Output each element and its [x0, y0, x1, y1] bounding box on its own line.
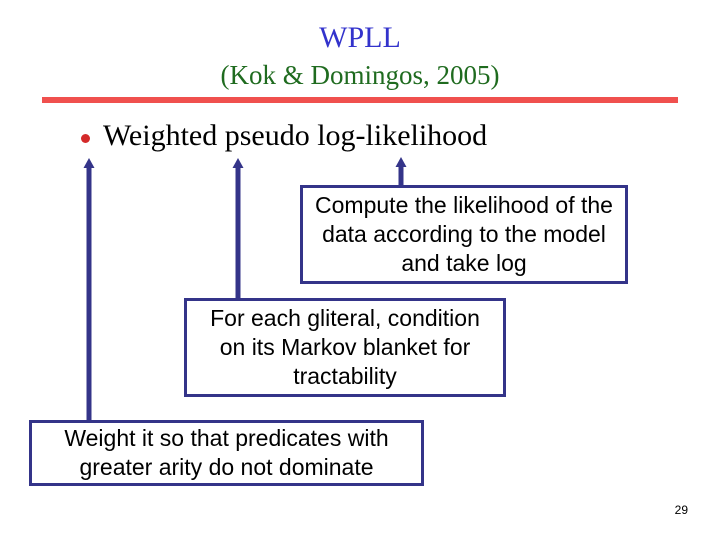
compute-likelihood-box: Compute the likelihood of the data accor…: [300, 185, 628, 284]
bullet-text: Weighted pseudo log-likelihood: [103, 119, 488, 152]
up-arrow-icon: [395, 157, 407, 185]
slide-subtitle: (Kok & Domingos, 2005): [220, 60, 500, 90]
markov-blanket-box: For each gliteral, condition on its Mark…: [184, 298, 506, 397]
divider-rule: [42, 97, 678, 103]
bullet-icon: [81, 134, 90, 143]
up-arrow-icon: [232, 158, 244, 298]
up-arrow-icon: [83, 158, 95, 420]
slide-title: WPLL: [319, 21, 401, 54]
page-number: 29: [674, 503, 688, 517]
weight-predicates-box: Weight it so that predicates with greate…: [29, 420, 424, 486]
